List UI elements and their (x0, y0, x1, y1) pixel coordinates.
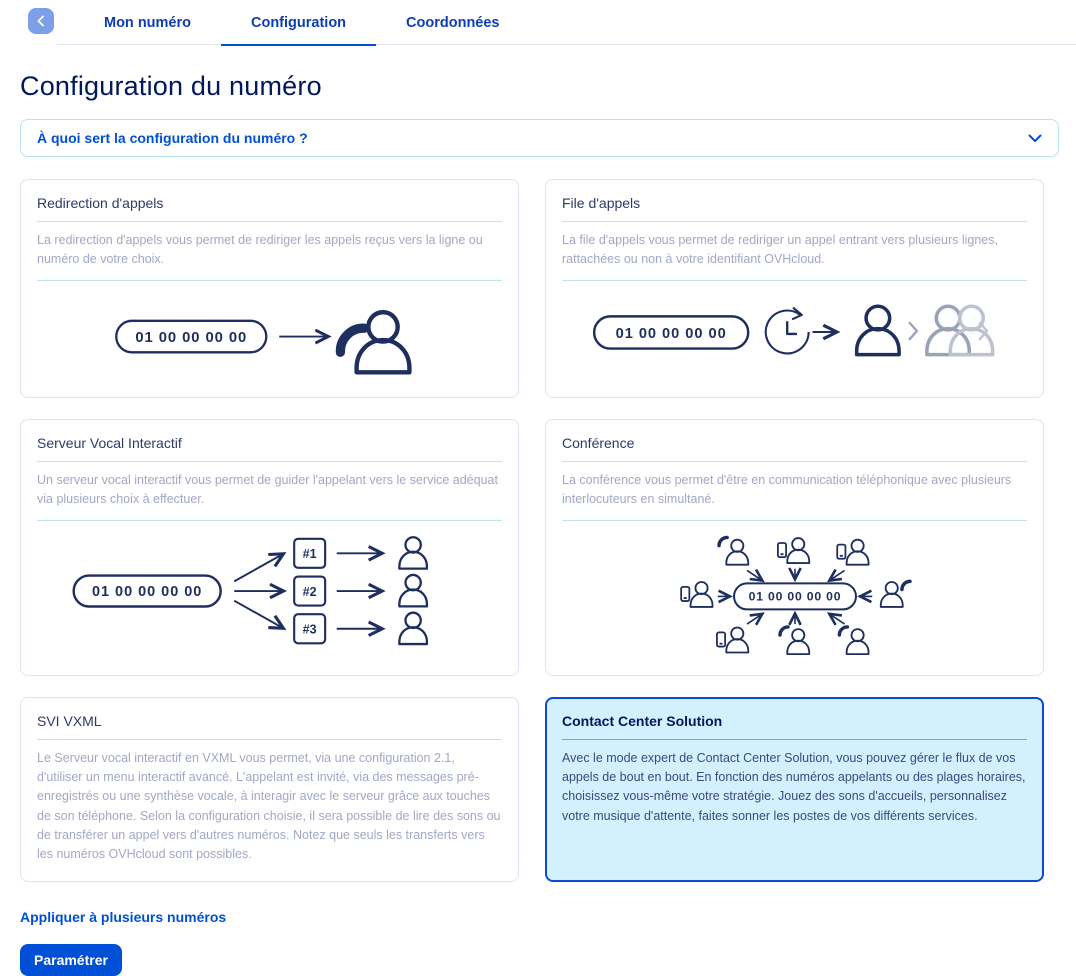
card-description: La conférence vous permet d'être en comm… (562, 472, 1012, 507)
svg-text:#3: #3 (302, 622, 316, 636)
card-title: Contact Center Solution (562, 712, 723, 729)
card-description: Un serveur vocal interactif vous permet … (37, 472, 498, 507)
svg-text:01 00 00 00 00: 01 00 00 00 00 (615, 326, 726, 342)
card-conference[interactable]: Conférence La conférence vous permet d'ê… (545, 418, 1044, 676)
svg-text:01 00 00 00 00: 01 00 00 00 00 (92, 583, 202, 599)
card-title: Serveur Vocal Interactif (37, 434, 182, 451)
card-svi-vxml[interactable]: SVI VXML Le Serveur vocal interactif en … (20, 696, 519, 882)
card-title: Redirection d'appels (37, 195, 164, 211)
card-file-appels[interactable]: File d'appels La file d'appels vous perm… (545, 179, 1044, 398)
help-accordion[interactable]: À quoi sert la configuration du numéro ? (20, 119, 1059, 157)
redirection-illustration-icon: 01 00 00 00 00 (37, 281, 502, 381)
chevron-left-icon (37, 15, 44, 27)
tab-bar: Mon numéro Configuration Coordonnées (0, 0, 1076, 46)
card-title: Conférence (562, 434, 635, 451)
chevron-down-icon (1028, 134, 1042, 142)
svg-text:#2: #2 (302, 584, 316, 598)
tab-coordonnees[interactable]: Coordonnées (406, 15, 500, 31)
tab-configuration[interactable]: Configuration (221, 8, 377, 46)
card-serveur-vocal-interactif[interactable]: Serveur Vocal Interactif Un serveur voca… (20, 418, 519, 676)
svg-text:01 00 00 00 00: 01 00 00 00 00 (748, 589, 841, 603)
card-description: La file d'appels vous permet de redirige… (562, 233, 998, 267)
apply-multiple-numbers-link[interactable]: Appliquer à plusieurs numéros (20, 908, 227, 925)
page-title: Configuration du numéro (20, 71, 322, 101)
conference-illustration-icon: 01 00 00 00 00 (562, 521, 1027, 659)
back-button[interactable] (28, 8, 54, 34)
card-redirection-appels[interactable]: Redirection d'appels La redirection d'ap… (20, 179, 519, 398)
svg-text:#1: #1 (302, 547, 316, 561)
card-description: La redirection d'appels vous permet de r… (37, 233, 483, 267)
card-title: SVI VXML (37, 712, 102, 729)
configuration-options-grid: Redirection d'appels La redirection d'ap… (20, 179, 1044, 882)
file-appels-illustration-icon: 01 00 00 00 00 (562, 281, 1027, 371)
svg-text:01 00 00 00 00: 01 00 00 00 00 (135, 330, 247, 346)
card-title: File d'appels (562, 195, 641, 211)
tab-mon-numero[interactable]: Mon numéro (104, 15, 191, 31)
card-description: Le Serveur vocal interactif en VXML vous… (37, 750, 501, 862)
card-description: Avec le mode expert de Contact Center So… (562, 750, 1026, 823)
svi-illustration-icon: 01 00 00 00 00 #1 #2 #3 (37, 521, 502, 651)
help-accordion-label: À quoi sert la configuration du numéro ? (37, 130, 308, 146)
configure-button[interactable]: Paramétrer (20, 943, 122, 976)
card-contact-center-solution[interactable]: Contact Center Solution Avec le mode exp… (545, 696, 1044, 882)
